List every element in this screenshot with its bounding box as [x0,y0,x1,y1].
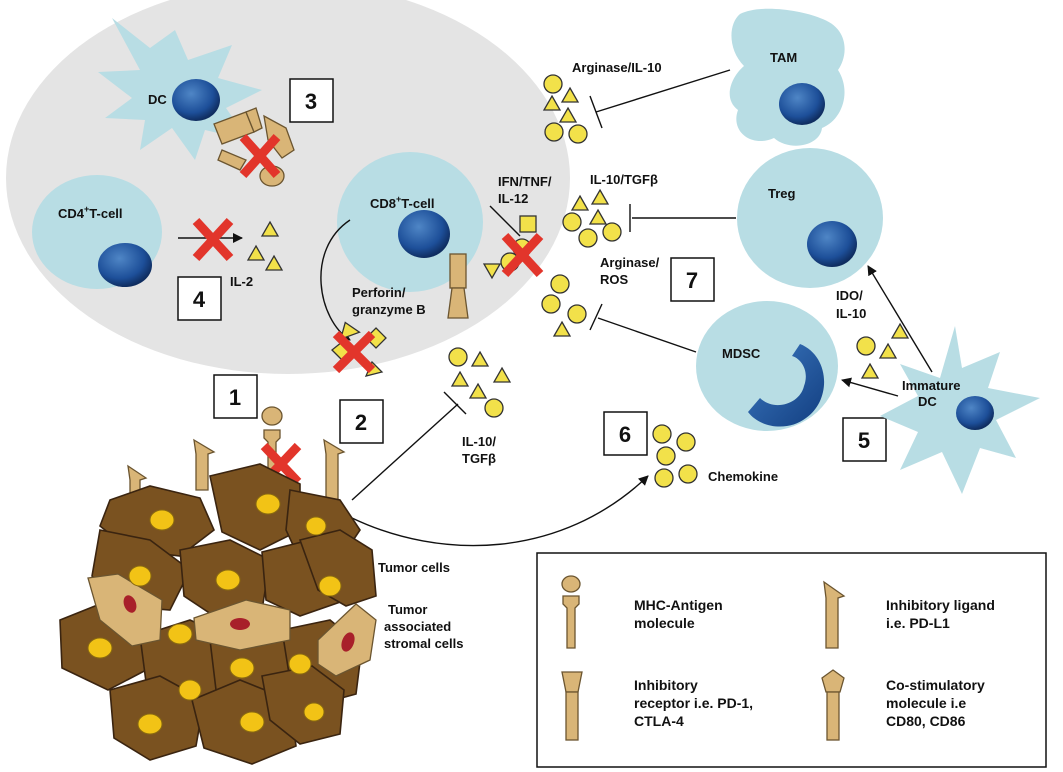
number-box-1: 1 [213,374,258,419]
arginase-ros-label-2: ROS [600,272,629,287]
legend-inhib-rec-label-1: Inhibitory [634,677,698,693]
tumor-cells-label: Tumor cells [378,560,450,575]
legend-inhib-lig-label-2: i.e. PD-L1 [886,615,950,631]
immature-dc-to-mdsc-arrow [841,377,899,397]
treg-molecules [562,188,622,248]
stromal-label-1: Tumor [388,602,427,617]
legend-mhc-label-1: MHC-Antigen [634,597,723,613]
il10-tgfb-mid-label-1: IL-10/ [462,434,496,449]
number-box-4: 4 [177,276,222,321]
svg-text:3: 3 [305,89,317,114]
number-box-7: 7 [670,257,715,302]
svg-text:CD4+T-cell: CD4+T-cell [58,204,123,221]
tumor-mass [59,463,377,765]
number-box-3: 3 [289,78,334,123]
stromal-label-3: stromal cells [384,636,464,651]
immature-dc-label-2: DC [918,394,937,409]
legend-costim-label-3: CD80, CD86 [886,713,966,729]
number-box-2: 2 [339,399,384,444]
immature-dc-label-1: Immature [902,378,961,393]
tumor-inhibit-line [351,403,459,501]
legend-costim-label-1: Co-stimulatory [886,677,985,693]
legend-costimulatory-icon [821,669,845,741]
svg-text:4: 4 [193,287,206,312]
legend-inhib-lig-label-1: Inhibitory ligand [886,597,995,613]
immature-dc-to-treg-arrow [867,265,933,373]
ido-label-2: IL-10 [836,306,866,321]
svg-text:2: 2 [355,410,367,435]
il10-tgfb-mid-label-2: TGFβ [462,451,496,466]
treg-label: Treg [768,186,796,201]
mdsc-label: MDSC [722,346,761,361]
chemokine-molecules [652,424,698,488]
legend-inhibitory-ligand-icon [823,580,846,649]
perforin-molecules [331,321,387,377]
perforin-arrow [320,219,351,341]
il2-molecules [246,220,284,271]
svg-text:5: 5 [858,428,870,453]
il10-tgfb-top-label: IL-10/TGFβ [590,172,658,187]
legend-inhib-rec-label-2: receptor i.e. PD-1, [634,695,753,711]
legend-inhibitory-receptor-icon [561,671,583,741]
treg-cell: Treg [737,148,883,288]
perforin-label-1: Perforin/ [352,285,406,300]
chemokine-arrow [351,475,649,547]
cd8-inhibitory-receptor [447,253,469,319]
arginase-ros-label-1: Arginase/ [600,255,660,270]
mdsc-molecules [541,274,587,337]
ifn-line [489,205,521,237]
legend-mhc-label-2: molecule [634,615,695,631]
cd8-label: CD8 [370,196,396,211]
svg-text:CD8+T-cell: CD8+T-cell [370,194,435,211]
cd4-label: CD4 [58,206,85,221]
mdsc-cell: MDSC [696,301,838,431]
cd8-t-cell: CD8+T-cell [337,152,483,292]
svg-text:6: 6 [619,422,631,447]
svg-text:7: 7 [686,268,698,293]
tam-label: TAM [770,50,797,65]
perforin-label-2: granzyme B [352,302,426,317]
tumor-il10-molecules [448,347,512,418]
ido-molecules [856,322,910,379]
number-box-5: 5 [842,417,887,462]
mdsc-inhibit-line [597,317,697,353]
svg-text:1: 1 [229,385,241,410]
legend: MHC-Antigen molecule Inhibitory ligand i… [536,552,1047,768]
dc-label: DC [148,92,167,107]
tam-inhibit-line [595,69,731,113]
ido-label-1: IDO/ [836,288,863,303]
arginase-il10-label: Arginase/IL-10 [572,60,662,75]
ifn-molecules [482,215,544,280]
number-box-6: 6 [603,411,648,456]
stromal-label-2: associated [384,619,451,634]
immature-dc-cell: Immature DC [880,326,1040,494]
tam-molecules [542,74,588,144]
chemokine-label: Chemokine [708,469,778,484]
legend-mhc-icon [561,575,581,649]
cd4-t-cell: CD4+T-cell [32,175,162,289]
tam-cell: TAM [729,8,845,146]
legend-inhib-rec-label-3: CTLA-4 [634,713,684,729]
ifn-label-2: IL-12 [498,191,528,206]
ifn-label-1: IFN/TNF/ [498,174,552,189]
il2-label: IL-2 [230,274,253,289]
dc-costimulatory-molecules [213,107,295,187]
legend-costim-label-2: molecule i.e [886,695,966,711]
